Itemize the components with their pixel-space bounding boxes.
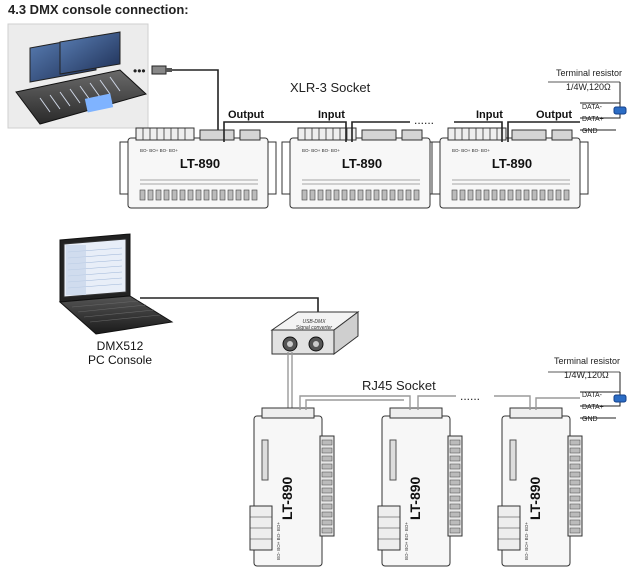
bottom-device-3-label: LT-890 bbox=[527, 476, 543, 520]
top-input-label-3: Input bbox=[476, 109, 503, 121]
bottom-terminal-resistor bbox=[548, 371, 627, 419]
top-device-2-label: LT-890 bbox=[342, 156, 382, 171]
top-device-1-pins: BO- BO+ BO- BO+ bbox=[140, 148, 178, 153]
laptop-image bbox=[58, 233, 174, 335]
top-chain-dots: ...... bbox=[414, 113, 434, 127]
usb-cable bbox=[140, 297, 319, 316]
bottom-terminal-pin-data-minus: DATA- bbox=[582, 392, 603, 399]
bottom-chain-cables bbox=[299, 395, 580, 410]
converter-label-line-2: Signal converter bbox=[296, 325, 332, 331]
bottom-terminal-title: Terminal resistor bbox=[554, 356, 620, 366]
top-terminal-pin-data-plus: DATA+ bbox=[582, 116, 604, 123]
top-socket-label: XLR-3 Socket bbox=[290, 80, 371, 95]
bottom-terminal-pin-gnd: GND bbox=[582, 416, 598, 423]
top-output-label-1: Output bbox=[228, 109, 264, 121]
bottom-device-2-label: LT-890 bbox=[407, 476, 423, 520]
top-device-3 bbox=[431, 127, 589, 209]
top-terminal-title: Terminal resistor bbox=[556, 68, 622, 78]
top-terminal-spec: 1/4W,120Ω bbox=[566, 82, 611, 92]
top-device-2-pins: BO- BO+ BO- BO+ bbox=[302, 148, 340, 153]
bottom-terminal-spec: 1/4W,120Ω bbox=[564, 370, 609, 380]
pc-label-line-1: DMX512 bbox=[97, 339, 144, 353]
console-connector-plug: ••• bbox=[133, 64, 172, 78]
bottom-device-3-pins: BO- BO+ BO- BO+ bbox=[524, 522, 529, 560]
bottom-chain-dots: ...... bbox=[460, 389, 480, 403]
top-output-label-3: Output bbox=[536, 109, 572, 121]
top-device-1 bbox=[119, 127, 277, 209]
svg-text:•••: ••• bbox=[133, 64, 146, 78]
bottom-device-1 bbox=[249, 407, 335, 567]
top-device-1-label: LT-890 bbox=[180, 156, 220, 171]
converter-label-line-1: USB-DMX bbox=[302, 319, 326, 325]
bottom-device-1-pins: BO- BO+ BO- BO+ bbox=[276, 522, 281, 560]
page-heading: 4.3 DMX console connection: bbox=[8, 2, 189, 17]
top-terminal-resistor bbox=[548, 81, 627, 131]
bottom-device-1-label: LT-890 bbox=[279, 476, 295, 520]
top-chain-cables bbox=[223, 121, 580, 142]
top-device-3-pins: BO- BO+ BO- BO+ bbox=[452, 148, 490, 153]
console-cable bbox=[172, 69, 219, 142]
bottom-device-2-pins: BO- BO+ BO- BO+ bbox=[404, 522, 409, 560]
bottom-socket-label: RJ45 Socket bbox=[362, 378, 436, 393]
top-terminal-pin-gnd: GND bbox=[582, 128, 598, 135]
dmx-console-image bbox=[7, 23, 149, 129]
bottom-terminal-pin-data-plus: DATA+ bbox=[582, 404, 604, 411]
top-device-3-label: LT-890 bbox=[492, 156, 532, 171]
usb-dmx-converter bbox=[270, 311, 360, 355]
top-terminal-pin-data-minus: DATA- bbox=[582, 104, 603, 111]
pc-label-line-2: PC Console bbox=[88, 353, 152, 367]
top-input-label-2: Input bbox=[318, 109, 345, 121]
bottom-device-3 bbox=[497, 407, 583, 567]
bottom-device-2 bbox=[377, 407, 463, 567]
